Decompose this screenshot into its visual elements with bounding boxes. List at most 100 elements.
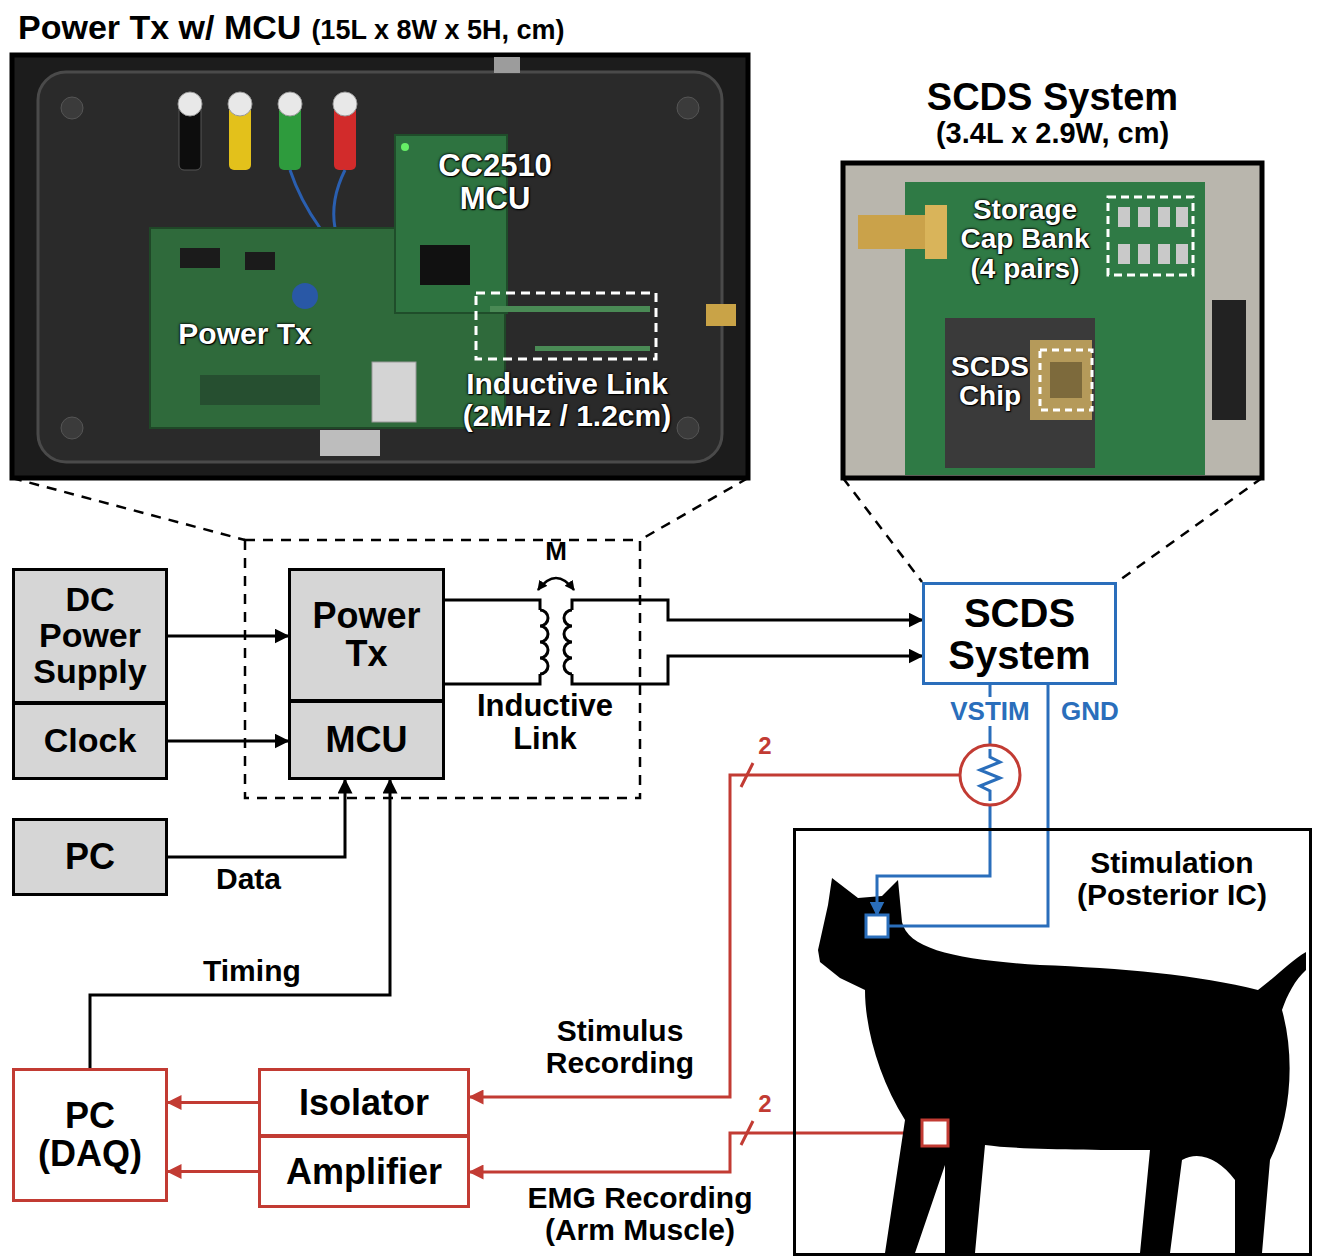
edge-label: Timing (200, 954, 304, 987)
chip-die (1050, 362, 1082, 398)
process-box: MCU (288, 700, 445, 780)
wire (290, 170, 345, 228)
signal-label: EMG Recording (Arm Muscle) (500, 1182, 780, 1245)
primary-coil (540, 610, 548, 674)
connector (168, 635, 288, 638)
screw (61, 97, 83, 119)
jack-cap (333, 92, 357, 116)
recording-box: Amplifier (258, 1135, 470, 1208)
secondary-coil (564, 610, 572, 674)
bus-width: 2 (755, 1091, 775, 1116)
photo-panel: Power Tx w/ MCU (15L x 8W x 5H, cm) (12, 10, 748, 478)
box-label: Clock (44, 723, 137, 759)
panel-dimensions: (15L x 8W x 5H, cm) (311, 16, 564, 44)
highlight-box (1108, 197, 1193, 275)
screw (677, 417, 699, 439)
led (401, 143, 409, 151)
mutual-inductance: M (542, 538, 570, 565)
photo-frame (12, 55, 748, 478)
coupling-arrow (538, 578, 574, 590)
cat-silhouette (818, 878, 1306, 1253)
sma-nut (925, 205, 947, 259)
box-label: MCU (326, 721, 408, 759)
capacitor (292, 283, 318, 309)
recording-box: PC (DAQ) (12, 1068, 168, 1202)
jack-cap (228, 92, 252, 116)
box-label: Stimulation (Posterior IC) (1047, 847, 1297, 910)
part-label: Storage Cap Bank (4 pairs) (950, 195, 1100, 283)
connector (168, 1101, 258, 1104)
component (200, 375, 320, 405)
connector (445, 656, 922, 684)
edge-label: Data (213, 862, 284, 895)
jack-cap (178, 92, 202, 116)
antenna-trace (490, 306, 650, 312)
screw (61, 417, 83, 439)
link-label: Inductive Link (455, 690, 635, 755)
heat-sink (372, 362, 416, 422)
system-box: SCDS System (922, 582, 1117, 685)
screw (677, 97, 699, 119)
bus-width: 2 (755, 733, 775, 758)
highlight-box (1040, 350, 1092, 410)
zoom-guide (12, 478, 1262, 582)
bracket (320, 430, 380, 456)
recording-wire (470, 1133, 922, 1172)
capacitor (1138, 244, 1150, 264)
chip (420, 245, 470, 285)
box-label: PC (DAQ) (19, 1097, 161, 1173)
pcb (150, 228, 505, 428)
part-label: Inductive Link (2MHz / 1.2cm) (427, 368, 707, 431)
capacitor (1118, 207, 1130, 227)
capacitor (1158, 207, 1170, 227)
enclosure (38, 72, 722, 462)
capacitor (1176, 207, 1188, 227)
emg-electrode (922, 1120, 948, 1146)
capacitor (1176, 244, 1188, 264)
group-outline (245, 540, 640, 798)
connector (445, 600, 922, 620)
capacitor (1138, 207, 1150, 227)
edge-label: VSTIM (947, 697, 1032, 726)
part-label: CC2510 MCU (420, 150, 570, 215)
highlight-box (476, 293, 656, 359)
subject-box: Stimulation (Posterior IC) (793, 828, 1312, 1256)
resistor-symbol (980, 749, 1000, 801)
connector (168, 780, 345, 857)
panel-dimensions: (3.4L x 2.9W, cm) (936, 118, 1169, 148)
source-box: DC Power Supply (12, 568, 168, 704)
panel-heading: SCDS System (927, 78, 1178, 118)
jack-cap (278, 92, 302, 116)
signal-label: Stimulus Recording (520, 1015, 720, 1078)
connector (168, 1170, 258, 1173)
part-label: Power Tx (160, 318, 330, 350)
sma-connector (706, 304, 736, 326)
edge-label: GND (1058, 697, 1122, 726)
connector (168, 740, 288, 743)
panel-heading: Power Tx w/ MCU (18, 10, 301, 46)
source-box: PC (12, 818, 168, 896)
box-label: Amplifier (286, 1153, 442, 1191)
connector (888, 685, 1048, 926)
mcu-board (395, 135, 507, 313)
photo-frame (843, 163, 1262, 478)
source-box: Clock (12, 702, 168, 780)
box-label: DC Power Supply (19, 582, 161, 689)
antenna-trace (535, 346, 650, 351)
photo-panel: SCDS System(3.4L x 2.9W, cm) (843, 78, 1262, 478)
current-sensor (960, 745, 1020, 805)
chip-socket (945, 318, 1095, 468)
stimulation-electrode (866, 915, 888, 937)
pcb (905, 182, 1205, 475)
chip-package (1030, 340, 1092, 420)
component (245, 252, 275, 270)
component (180, 248, 220, 268)
box-label: Power Tx (295, 597, 438, 673)
bus-slash (741, 763, 753, 1145)
pin-header (1212, 300, 1246, 420)
